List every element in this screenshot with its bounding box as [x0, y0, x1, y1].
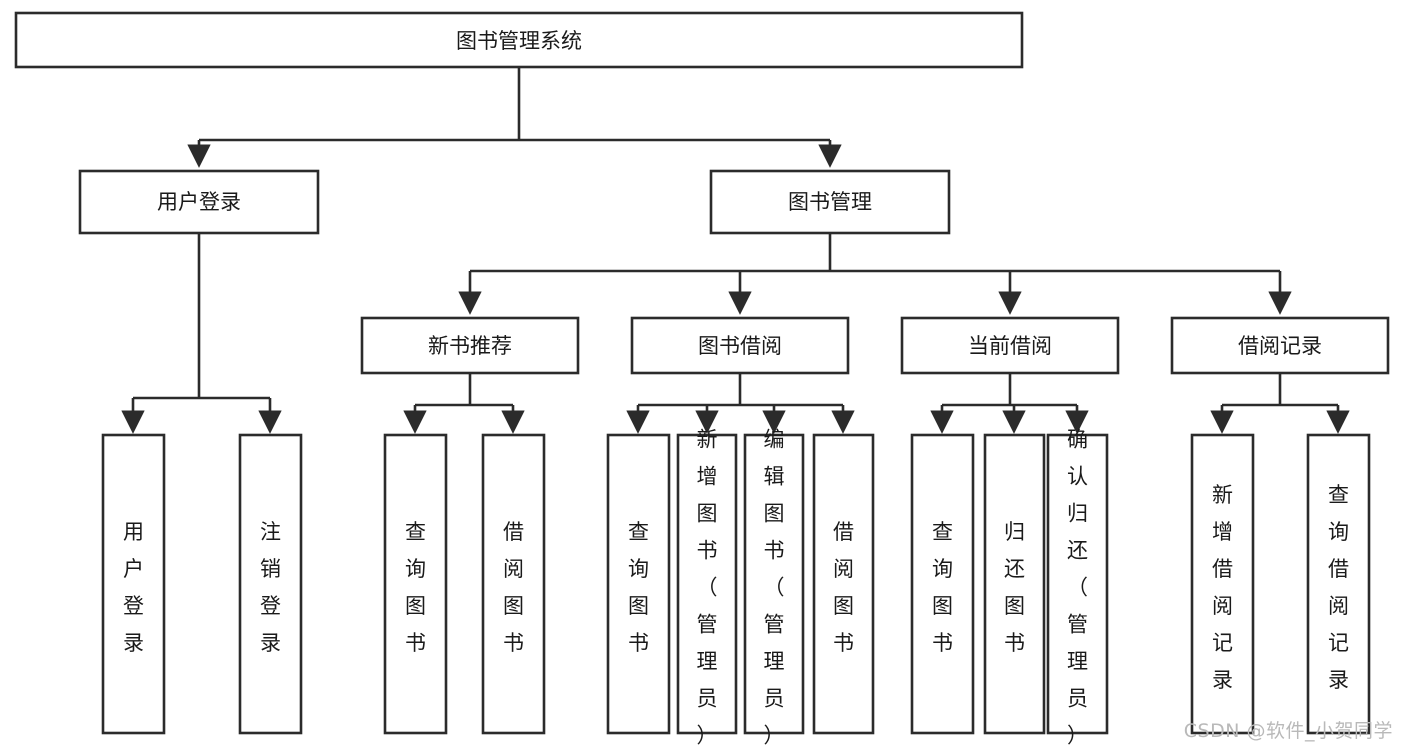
node-book-management-box[interactable] [709, 169, 951, 235]
leaf-node-label-6: 新增图书（管理员） [697, 427, 718, 747]
node-new-book-recommend-box[interactable] [360, 316, 580, 375]
node-user-login-label: 用户登录 [157, 190, 241, 214]
leaf-node-group: 用户登录 注销登录 查询图书 借阅图书 查询图书 新增图书（管理员） 编辑图书（管理员） 借阅… [101, 427, 1371, 747]
node-user-login-box[interactable] [78, 169, 320, 235]
node-borrow-record[interactable]: 借阅记录 [1170, 316, 1390, 375]
node-book-borrow[interactable]: 图书借阅 [630, 316, 850, 375]
leaf-node-label-9: 查询图书 [932, 520, 953, 655]
leaf-node-label-10: 归还图书 [1004, 520, 1025, 655]
node-user-login[interactable]: 用户登录 [78, 169, 320, 235]
leaf-node-box-7[interactable] [743, 433, 805, 735]
leaf-node-box-12[interactable] [1190, 433, 1255, 735]
leaf-node-8[interactable]: 借阅图书 [812, 433, 875, 735]
leaf-node-box-11[interactable] [1046, 433, 1109, 735]
leaf-node-7[interactable]: 编辑图书（管理员） [743, 427, 805, 747]
edge-group [121, 67, 1350, 434]
leaf-node-label-11: 确认归还（管理员） [1067, 427, 1088, 747]
leaf-node-6[interactable]: 新增图书（管理员） [676, 427, 738, 747]
node-book-borrow-label: 图书借阅 [698, 334, 782, 358]
node-borrow-record-box[interactable] [1170, 316, 1390, 375]
leaf-node-12[interactable]: 新增借阅记录 [1190, 433, 1255, 735]
node-root-label: 图书管理系统 [456, 29, 582, 53]
node-current-borrow-label: 当前借阅 [968, 334, 1052, 358]
csdn-watermark: CSDN @软件_小贺同学 [1183, 720, 1393, 742]
node-new-book-recommend[interactable]: 新书推荐 [360, 316, 580, 375]
leaf-node-box-8[interactable] [812, 433, 875, 735]
leaf-node-10[interactable]: 归还图书 [983, 433, 1046, 735]
leaf-node-11[interactable]: 确认归还（管理员） [1046, 427, 1109, 747]
leaf-node-box-13[interactable] [1306, 433, 1371, 735]
leaf-node-box-10[interactable] [983, 433, 1046, 735]
leaf-node-label-3: 查询图书 [405, 520, 426, 655]
node-new-book-recommend-label: 新书推荐 [428, 334, 512, 358]
leaf-node-1[interactable]: 用户登录 [101, 433, 166, 735]
node-book-management-label: 图书管理 [788, 190, 872, 214]
leaf-node-4[interactable]: 借阅图书 [481, 433, 546, 735]
leaf-node-label-7: 编辑图书（管理员） [764, 427, 785, 747]
leaf-node-box-1[interactable] [101, 433, 166, 735]
leaf-node-box-3[interactable] [383, 433, 448, 735]
leaf-node-label-12: 新增借阅记录 [1212, 483, 1233, 692]
leaf-node-label-2: 注销登录 [260, 520, 281, 655]
leaf-node-box-2[interactable] [238, 433, 303, 735]
leaf-node-box-9[interactable] [910, 433, 975, 735]
leaf-node-label-8: 借阅图书 [833, 520, 854, 655]
node-book-borrow-box[interactable] [630, 316, 850, 375]
leaf-node-box-6[interactable] [676, 433, 738, 735]
leaf-node-5[interactable]: 查询图书 [606, 433, 671, 735]
node-current-borrow[interactable]: 当前借阅 [900, 316, 1120, 375]
leaf-node-label-5: 查询图书 [628, 520, 649, 655]
leaf-node-9[interactable]: 查询图书 [910, 433, 975, 735]
node-current-borrow-box[interactable] [900, 316, 1120, 375]
leaf-node-box-5[interactable] [606, 433, 671, 735]
leaf-node-box-4[interactable] [481, 433, 546, 735]
node-book-management[interactable]: 图书管理 [709, 169, 951, 235]
leaf-node-label-4: 借阅图书 [503, 520, 524, 655]
node-borrow-record-label: 借阅记录 [1238, 334, 1322, 358]
leaf-node-label-13: 查询借阅记录 [1328, 483, 1349, 692]
node-root[interactable]: 图书管理系统 [14, 11, 1024, 69]
leaf-node-13[interactable]: 查询借阅记录 [1306, 433, 1371, 735]
leaf-node-label-1: 用户登录 [123, 520, 144, 655]
leaf-node-3[interactable]: 查询图书 [383, 433, 448, 735]
leaf-node-2[interactable]: 注销登录 [238, 433, 303, 735]
node-root-box[interactable] [14, 11, 1024, 69]
